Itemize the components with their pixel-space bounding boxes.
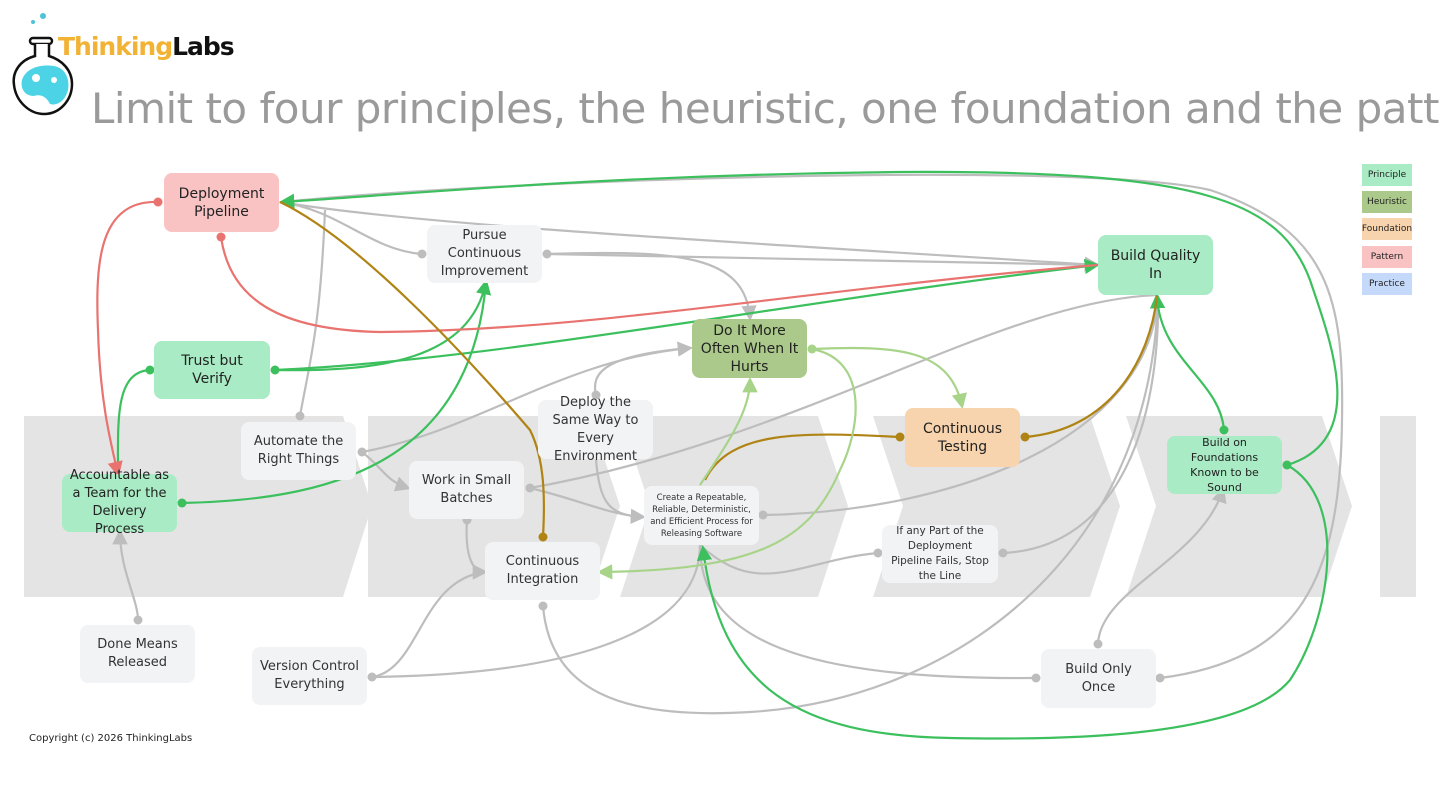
thinkinglabs-flask-logo [12, 13, 74, 116]
node-continuous-integration[interactable]: Continuous Integration [485, 542, 600, 600]
node-trust-but-verify[interactable]: Trust but Verify [154, 341, 270, 399]
node-work-small-batches[interactable]: Work in Small Batches [409, 461, 524, 519]
node-done-means-released[interactable]: Done Means Released [80, 625, 195, 683]
legend-foundation: Foundation [1362, 218, 1412, 240]
page-title: Limit to four principles, the heuristic,… [91, 84, 1440, 133]
node-build-on-foundations[interactable]: Build on Foundations Known to be Sound [1167, 436, 1282, 494]
legend-practice: Practice [1362, 273, 1412, 295]
brand-part-labs: Labs [172, 32, 235, 61]
copyright-text: Copyright (c) 2026 ThinkingLabs [29, 733, 193, 744]
node-deployment-pipeline[interactable]: Deployment Pipeline [164, 173, 279, 232]
node-version-control[interactable]: Version Control Everything [252, 647, 367, 705]
chevron-6 [1380, 416, 1416, 597]
brand-name: ThinkingLabs [58, 32, 235, 61]
node-build-only-once[interactable]: Build Only Once [1041, 649, 1156, 708]
node-deploy-same-way[interactable]: Deploy the Same Way to Every Environment [538, 395, 653, 464]
node-do-it-more-often[interactable]: Do It More Often When It Hurts [692, 319, 807, 378]
green-edges [116, 170, 1339, 740]
node-pursue-continuous-improvement[interactable]: Pursue Continuous Improvement [427, 225, 542, 283]
red-edges [96, 200, 1098, 477]
grey-edges [112, 173, 1344, 715]
brand-part-thinking: Thinking [58, 32, 173, 61]
connector-dots [133, 197, 1292, 683]
legend-principle: Principle [1362, 164, 1412, 186]
lightgreen-edges [596, 346, 967, 580]
node-build-quality-in[interactable]: Build Quality In [1098, 235, 1213, 295]
legend-heuristic: Heuristic [1362, 191, 1412, 213]
node-accountable-team[interactable]: Accountable as a Team for the Delivery P… [62, 468, 177, 537]
node-automate-right-things[interactable]: Automate the Right Things [241, 422, 356, 480]
node-stop-the-line[interactable]: If any Part of the Deployment Pipeline F… [882, 525, 998, 583]
node-continuous-testing[interactable]: Continuous Testing [905, 408, 1020, 467]
legend-pattern: Pattern [1362, 246, 1412, 268]
gold-edges [279, 201, 1159, 538]
node-repeatable-process[interactable]: Create a Repeatable, Reliable, Determini… [644, 486, 759, 545]
